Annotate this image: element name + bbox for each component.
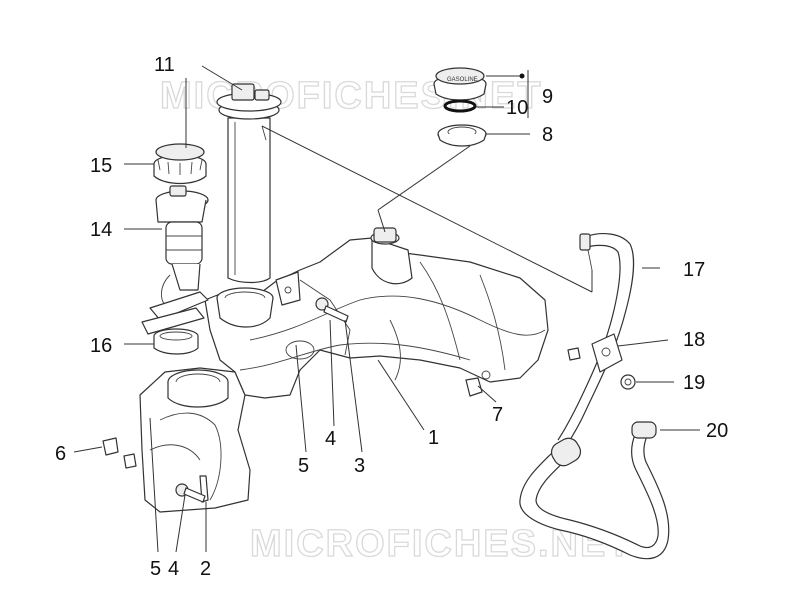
callout-1: 1 [428,427,439,449]
hose-17 [557,233,635,447]
clip-6 [102,437,137,469]
bolt-4-lower [175,483,206,503]
callout-10: 10 [506,97,528,119]
seal-8 [437,124,487,147]
fuel-sender-11 [216,83,282,284]
callout-18: 18 [683,329,705,351]
callout-4-lower: 4 [168,558,179,580]
callout-20: 20 [706,420,728,442]
callout-9: 9 [542,86,553,108]
o-ring-10 [443,99,477,113]
callout-3: 3 [354,455,365,477]
bracket-18 [567,333,623,373]
ring-nut-15 [153,143,207,185]
callout-6: 6 [55,443,66,465]
callout-5-lower: 5 [150,558,161,580]
callout-14: 14 [90,219,112,241]
leader-lines [73,65,700,553]
callout-19: 19 [683,372,705,394]
gasket-16 [153,328,199,355]
callout-15: 15 [90,155,112,177]
fuel-cap-9: GASOLINE [433,67,525,101]
callout-17: 17 [683,259,705,281]
bolt-4-upper [315,297,349,323]
hose-20 [519,421,670,560]
callout-16: 16 [90,335,112,357]
callout-2: 2 [200,558,211,580]
callout-8: 8 [542,124,553,146]
callout-4-upper: 4 [325,428,336,450]
fuel-tank [139,227,549,513]
callout-7: 7 [492,404,503,426]
callout-numbers: 11 15 14 16 9 10 8 17 18 19 20 7 1 4 3 5… [55,54,728,580]
callout-11: 11 [154,54,175,76]
cap-text: GASOLINE [447,77,478,83]
nut-19 [620,374,636,390]
fuel-pump-14 [141,185,209,335]
callout-5-upper: 5 [298,455,309,477]
